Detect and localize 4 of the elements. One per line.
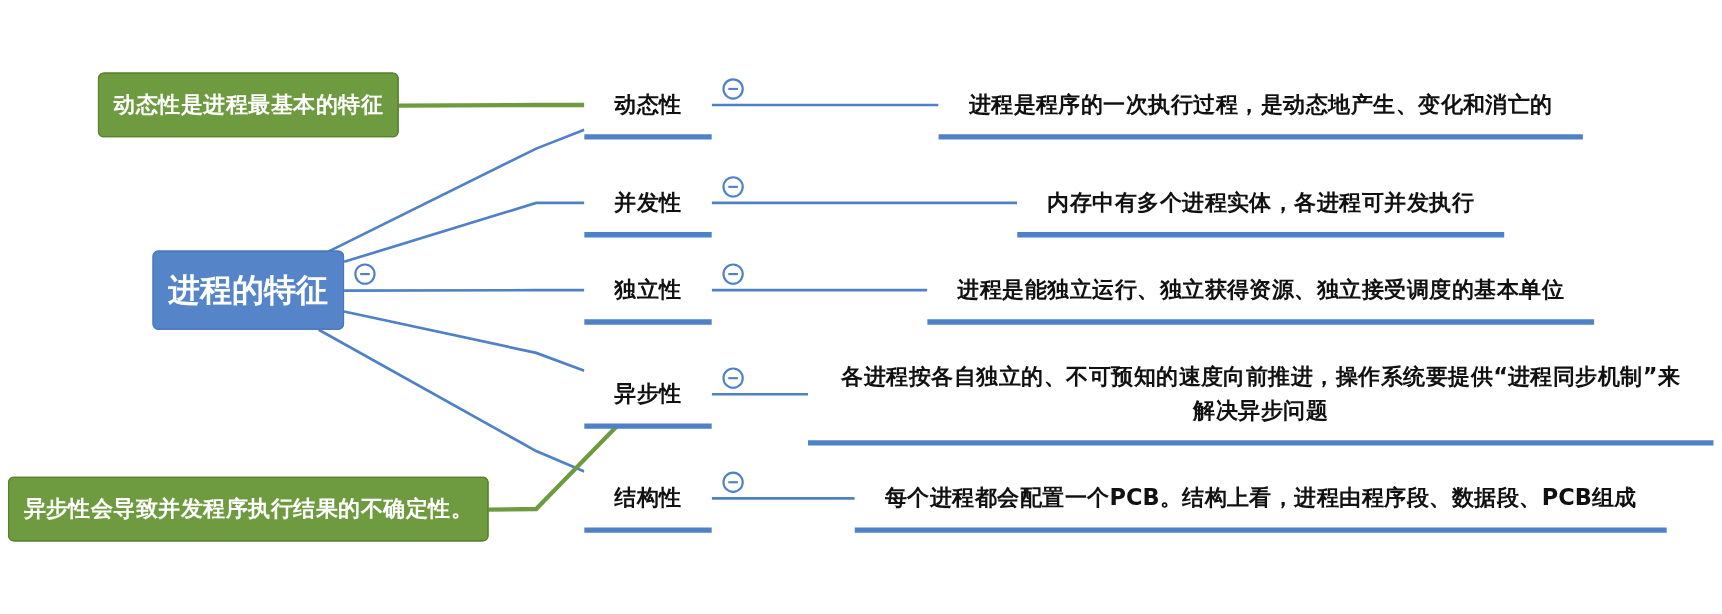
- callout-box: 异步性会导致并发程序执行结果的不确定性。: [8, 476, 489, 542]
- callout-box: 动态性是进程最基本的特征: [97, 72, 399, 138]
- branch-line: [711, 496, 855, 500]
- central-topic-box: 进程的特征: [152, 250, 345, 330]
